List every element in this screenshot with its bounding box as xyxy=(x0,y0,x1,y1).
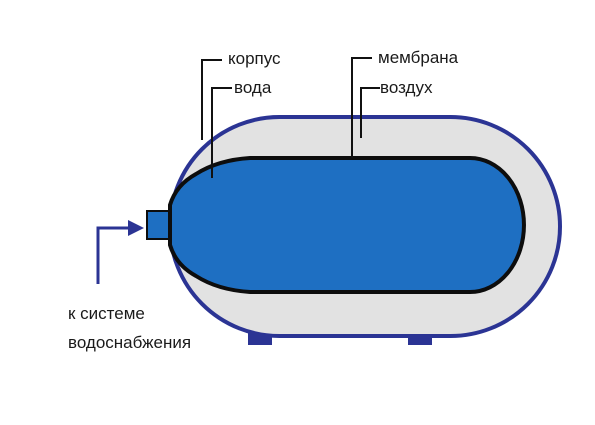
label-outlet-line1: к системе xyxy=(68,304,145,323)
label-membrane: мембрана xyxy=(378,48,459,67)
pointer-shell xyxy=(201,59,222,140)
label-shell: корпус xyxy=(228,49,281,68)
pointer-water xyxy=(211,87,232,178)
inlet-arrow-head xyxy=(128,220,144,236)
label-water: вода xyxy=(234,78,272,97)
pointer-air xyxy=(360,87,380,138)
pointer-membrane xyxy=(351,57,372,158)
label-outlet-line2: водоснабжения xyxy=(68,333,191,352)
label-air: воздух xyxy=(380,78,433,97)
inlet-arrow-line xyxy=(96,226,132,284)
water-bladder-membrane xyxy=(168,156,526,294)
